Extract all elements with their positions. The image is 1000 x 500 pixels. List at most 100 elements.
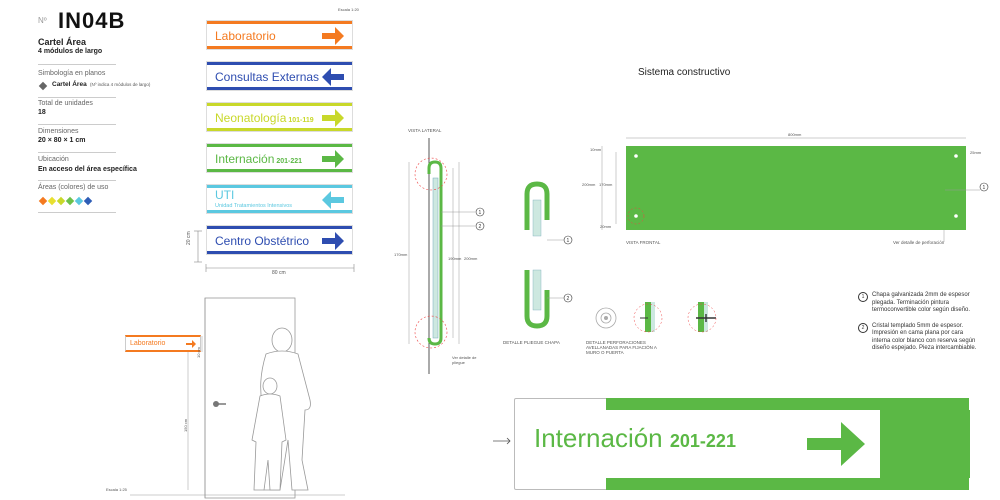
legend-number: 1 <box>858 292 868 302</box>
side-dim-190: 190mm <box>448 256 462 261</box>
front-dim-170: 170mm <box>599 182 613 187</box>
units-label: Total de unidades <box>38 100 93 107</box>
area-sign: Neonatología 101-119 <box>206 102 353 132</box>
divider <box>38 212 116 213</box>
sign-sublabel: Unidad Tratamientos Intensivos <box>215 203 293 209</box>
sign-top-bar <box>207 103 352 106</box>
svg-text:1: 1 <box>983 185 986 191</box>
area-color-swatch <box>83 196 93 206</box>
area-color-swatch <box>74 196 84 206</box>
sign-label: Internación 201-221 <box>215 152 303 166</box>
arrow-left-icon <box>322 191 344 209</box>
legend-text: Cristal templado 5mm de espesor. Impresi… <box>872 322 977 352</box>
sign-subtitle: 4 módulos de largo <box>38 48 103 55</box>
front-view-label: VISTA FRONTAL <box>626 240 661 245</box>
perforation-detail-label: DETALLE PERFORACIONES AVELLANADAS PARA F… <box>586 340 657 355</box>
detail-sign-label-text: Internación <box>534 423 663 453</box>
area-color-swatch <box>65 196 75 206</box>
sign-top-bar <box>207 226 352 229</box>
elevation-sign: Laboratorio <box>125 335 201 352</box>
no-label: Nº <box>38 16 47 25</box>
divider <box>38 152 116 153</box>
sign-top-bar <box>207 62 352 65</box>
scale-label: Escala 1:20 <box>338 7 359 12</box>
elevation-drawing <box>130 297 345 499</box>
sign-top-bar <box>207 144 352 147</box>
see-fold-note: Ver detalle de pliegue <box>452 355 477 365</box>
sign-bottom-bar <box>207 251 352 254</box>
areas-label: Áreas (colores) de uso <box>38 184 109 191</box>
sign-code: IN04B <box>58 8 126 33</box>
fold-detail-drawing: 1 2 <box>524 181 573 329</box>
detail-sign-number: 201-221 <box>669 431 736 451</box>
symbology-note: (Nº indica 4 módulos de largo) <box>90 82 151 87</box>
area-sign: Centro Obstétrico <box>206 225 353 255</box>
front-dim-20: 20mm <box>600 224 612 229</box>
sign-width-dim: 80 cm <box>272 270 286 276</box>
detail-sign-right-block <box>879 410 970 478</box>
detail-sign: Internación 201-221 <box>514 398 970 490</box>
arrow-right-icon <box>322 232 344 250</box>
sign-title: Cartel Área <box>38 37 87 47</box>
side-view-label: VISTA LATERAL <box>408 128 442 133</box>
arrow-right-icon <box>322 27 344 45</box>
arrow-right-icon <box>186 340 196 348</box>
detail-sign-label: Internación 201-221 <box>534 423 736 454</box>
sign-bottom-bar <box>207 169 352 172</box>
sign-bottom-bar <box>207 128 352 131</box>
front-dim-25: 25mm <box>970 150 982 155</box>
sign-top-bar <box>207 21 352 24</box>
symbology-value: Cartel Área <box>52 81 87 88</box>
sign-number: 101-119 <box>286 117 314 124</box>
front-view-panel <box>626 146 966 230</box>
location-label: Ubicación <box>38 156 69 163</box>
svg-text:1: 1 <box>479 210 482 216</box>
area-sign: Laboratorio <box>206 20 353 50</box>
arrow-right-icon <box>322 150 344 168</box>
sign-label: Neonatología 101-119 <box>215 111 314 125</box>
sign-label: Centro Obstétrico <box>215 234 310 248</box>
sign-dimensions <box>194 230 355 272</box>
area-color-swatch <box>47 196 57 206</box>
diamond-icon <box>38 81 48 91</box>
scale-label-bottom: Escala 1:25 <box>106 487 127 492</box>
fold-detail-label: DETALLE PLIEGUE CHAPA <box>503 340 560 345</box>
sign-label: UTI <box>215 188 235 202</box>
elevation-sign-label: Laboratorio <box>130 340 166 347</box>
elevation-dim-top: 10 cm <box>196 347 201 358</box>
divider <box>38 180 116 181</box>
area-color-swatches <box>38 196 120 207</box>
divider <box>38 97 116 98</box>
dimensions-label: Dimensiones <box>38 128 79 135</box>
area-sign: Consultas Externas <box>206 61 353 91</box>
legend-number: 2 <box>858 322 868 333</box>
svg-text:2: 2 <box>567 296 570 302</box>
divider <box>38 124 116 125</box>
detail-sign-top-band <box>606 398 969 410</box>
sign-bottom-bar <box>207 210 352 213</box>
units-value: 18 <box>38 109 46 116</box>
elevation-dim-height: 150 cm <box>183 418 188 432</box>
perforation-detail-drawing <box>595 302 717 333</box>
arrow-right-icon <box>493 437 511 445</box>
sign-number: 201-221 <box>274 158 303 165</box>
divider <box>38 64 116 65</box>
side-view-drawing: 1 2 <box>408 138 485 374</box>
dimensions-value: 20 × 80 × 1 cm <box>38 137 86 144</box>
detail-sign-bottom-band <box>606 478 969 490</box>
location-value: En acceso del área específica <box>38 166 137 173</box>
see-perf-note: Ver detalle de perforación <box>893 240 945 245</box>
front-dim-800: 800mm <box>788 132 802 137</box>
sign-bottom-bar <box>207 46 352 49</box>
svg-text:1: 1 <box>567 238 570 244</box>
area-color-swatch <box>38 196 48 206</box>
sign-label: Laboratorio <box>215 29 276 43</box>
front-dim-10: 10mm <box>590 147 602 152</box>
arrow-right-icon <box>322 109 344 127</box>
sign-label: Consultas Externas <box>215 70 320 84</box>
arrow-left-icon <box>322 68 344 86</box>
area-sign: Internación 201-221 <box>206 143 353 173</box>
